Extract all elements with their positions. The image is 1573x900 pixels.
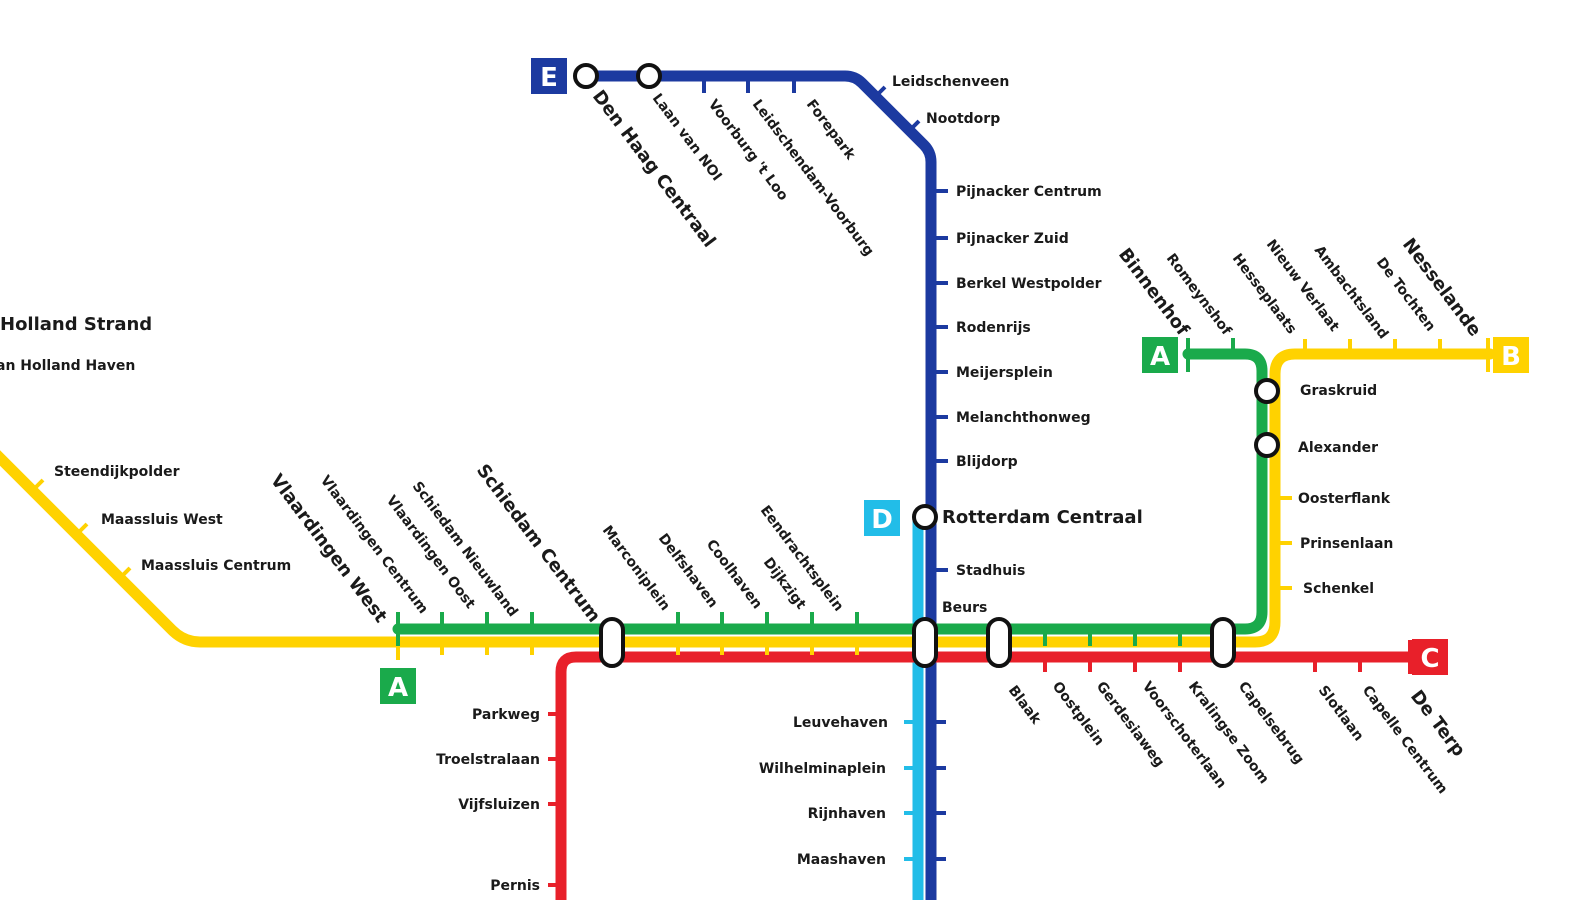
station-label-parkweg[interactable]: Parkweg — [472, 707, 540, 723]
badge-line-b-box — [1493, 337, 1529, 373]
station-label-voorburg-t-loo[interactable]: Voorburg 't Loo — [705, 97, 791, 204]
badge-line-d[interactable]: D — [864, 500, 900, 536]
line-badges: E D A A B C — [380, 58, 1529, 704]
line-c-ticks — [548, 660, 1362, 887]
station-label-troelstralaan[interactable]: Troelstralaan — [436, 752, 540, 768]
station-label-blaak[interactable]: Blaak — [1005, 683, 1044, 728]
station-label-prinsenlaan[interactable]: Prinsenlaan — [1300, 536, 1393, 552]
station-label-vijfsluizen[interactable]: Vijfsluizen — [458, 797, 540, 813]
station-label-pijnacker-centrum[interactable]: Pijnacker Centrum — [956, 184, 1102, 200]
transfer-schiedam-centrum[interactable] — [599, 617, 625, 668]
station-label-melanchthonweg[interactable]: Melanchthonweg — [956, 410, 1091, 426]
station-label-blijdorp[interactable]: Blijdorp — [956, 454, 1018, 470]
badge-line-e[interactable]: E — [531, 58, 567, 94]
transfer-capelsebrug[interactable] — [1210, 617, 1236, 668]
station-label-maashaven[interactable]: Maashaven — [797, 852, 886, 868]
transfer-laan-van-noi[interactable] — [636, 63, 662, 89]
line-d — [904, 512, 924, 900]
line-c-track — [555, 651, 1418, 900]
station-label-nootdorp[interactable]: Nootdorp — [926, 111, 1000, 127]
transfer-alexander[interactable] — [1254, 432, 1280, 458]
station-label-alexander[interactable]: Alexander — [1298, 440, 1378, 456]
station-label-schiedam-centrum[interactable]: Schiedam Centrum — [472, 460, 604, 626]
line-a-ticks — [440, 338, 1235, 646]
transfer-den-haag-centraal[interactable] — [573, 63, 599, 89]
station-label-leuvehaven[interactable]: Leuvehaven — [793, 715, 888, 731]
transfer-stations — [573, 63, 1280, 668]
station-label-rotterdam-centraal[interactable]: Rotterdam Centraal — [942, 507, 1143, 528]
badge-line-a-east-label: A — [1150, 342, 1170, 372]
station-label-oosterflank[interactable]: Oosterflank — [1298, 491, 1391, 507]
badge-line-a-west[interactable]: A — [380, 668, 416, 704]
station-label-holland-haven[interactable]: an Holland Haven — [0, 358, 135, 374]
station-label-pijnacker-zuid[interactable]: Pijnacker Zuid — [956, 231, 1069, 247]
station-label-steendijkpolder[interactable]: Steendijkpolder — [54, 464, 180, 480]
station-label-schenkel[interactable]: Schenkel — [1303, 581, 1374, 597]
station-label-beurs[interactable]: Beurs — [942, 600, 987, 616]
line-a-track — [392, 348, 1268, 635]
station-label-rijnhaven[interactable]: Rijnhaven — [808, 806, 886, 822]
badge-line-d-box — [864, 500, 900, 536]
badge-line-c-box — [1412, 639, 1448, 675]
transfer-blaak[interactable] — [986, 617, 1012, 668]
badge-line-c[interactable]: C — [1412, 639, 1448, 675]
station-label-pernis[interactable]: Pernis — [490, 878, 540, 894]
badge-line-b[interactable]: B — [1493, 337, 1529, 373]
transfer-rotterdam-centraal[interactable] — [912, 504, 938, 530]
station-label-rodenrijs[interactable]: Rodenrijs — [956, 320, 1031, 336]
line-e-track — [580, 70, 937, 900]
line-a — [392, 338, 1268, 646]
badge-line-c-label: C — [1420, 644, 1439, 674]
station-label-wilhelminaplein[interactable]: Wilhelminaplein — [759, 761, 886, 777]
badge-line-e-box — [531, 58, 567, 94]
line-d-ticks — [904, 720, 914, 861]
line-e-ticks — [702, 80, 948, 861]
station-label-leidschenveen[interactable]: Leidschenveen — [892, 74, 1009, 90]
line-b-track — [0, 348, 1496, 648]
station-label-meijersplein[interactable]: Meijersplein — [956, 365, 1053, 381]
badge-line-a-east[interactable]: A — [1142, 337, 1178, 373]
line-c — [548, 640, 1418, 900]
station-label-holland-strand[interactable]: Holland Strand — [0, 314, 152, 335]
station-label-capelle-centrum[interactable]: Capelle Centrum — [1359, 683, 1451, 797]
badge-line-d-label: D — [871, 505, 893, 535]
badge-line-a-west-label: A — [388, 673, 408, 703]
badge-line-a-east-box — [1142, 337, 1178, 373]
station-label-stadhuis[interactable]: Stadhuis — [956, 563, 1025, 579]
station-label-berkel-westpolder[interactable]: Berkel Westpolder — [956, 276, 1102, 292]
line-b — [0, 338, 1496, 660]
station-label-maassluis-centrum[interactable]: Maassluis Centrum — [141, 558, 291, 574]
line-b-ticks — [32, 339, 1442, 660]
badge-line-b-label: B — [1501, 342, 1521, 372]
station-label-forepark[interactable]: Forepark — [803, 97, 859, 164]
station-label-voorschoterlaan[interactable]: Voorschoterlaan — [1139, 679, 1230, 792]
station-label-den-haag-centraal[interactable]: Den Haag Centraal — [588, 86, 720, 251]
station-label-graskruid[interactable]: Graskruid — [1300, 383, 1377, 399]
line-e — [580, 70, 948, 900]
transfer-beurs[interactable] — [912, 617, 938, 668]
badge-line-a-west-box — [380, 668, 416, 704]
transfer-graskruid[interactable] — [1254, 378, 1280, 404]
station-label-ambachtsland[interactable]: Ambachtsland — [1311, 243, 1391, 342]
station-label-maassluis-west[interactable]: Maassluis West — [101, 512, 223, 528]
badge-line-e-label: E — [540, 63, 558, 93]
